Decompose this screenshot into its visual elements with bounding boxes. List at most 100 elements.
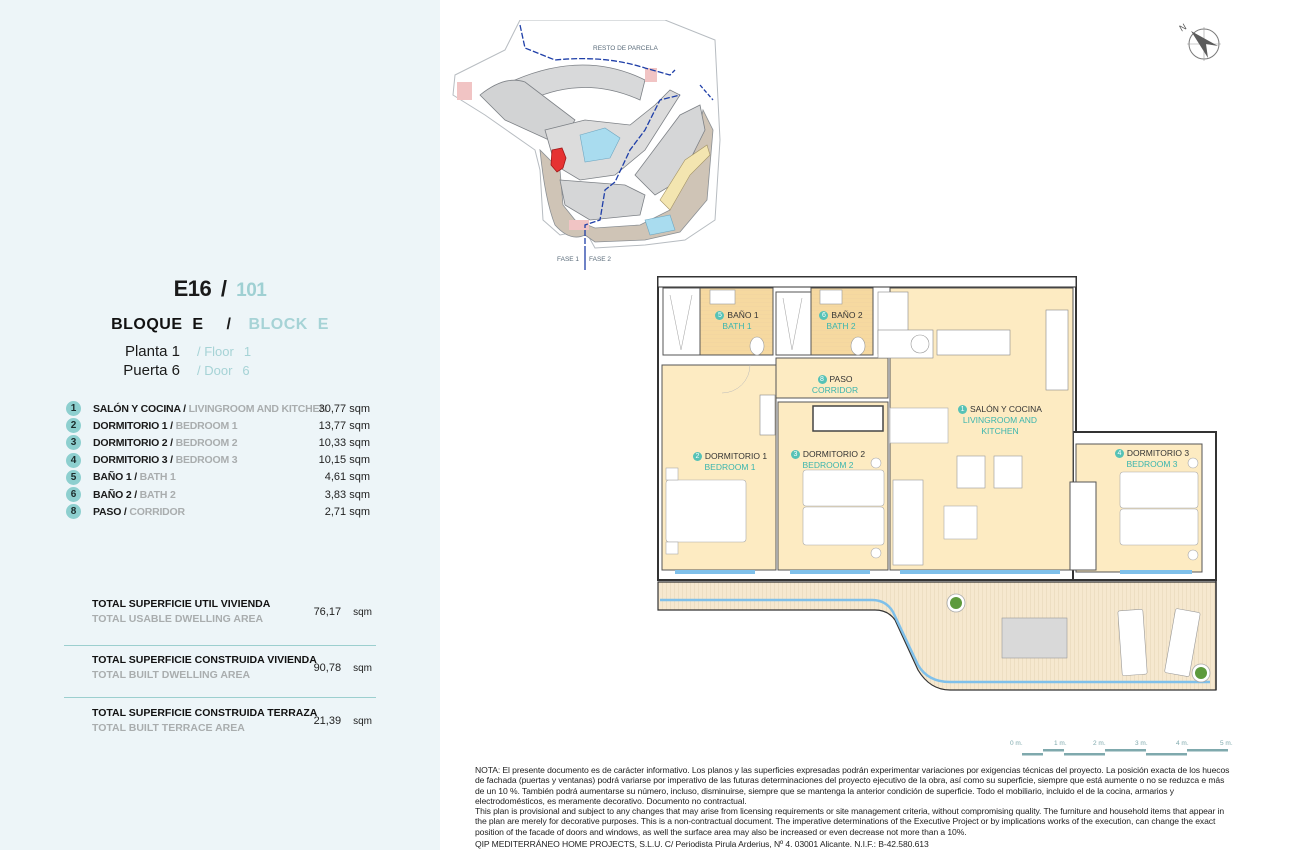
bath-1-es: BAÑO 1 — [727, 310, 759, 320]
room-row: 2 DORMITORIO 1 / BEDROOM 1 13,77 sqm — [66, 417, 372, 434]
total-value: 21,39 sqm — [314, 715, 372, 727]
corridor-es: PASO — [829, 374, 853, 384]
room-row: 1 SALÓN Y COCINA / LIVINGROOM AND KITCHE… — [66, 400, 372, 417]
totals-section: TOTAL SUPERFICIE UTIL VIVIENDA TOTAL USA… — [64, 594, 376, 750]
total-label-es: TOTAL SUPERFICIE UTIL VIVIENDA — [92, 598, 271, 610]
room-name: SALÓN Y COCINA / LIVINGROOM AND KITCHEN — [93, 402, 327, 415]
living-es: SALÓN Y COCINA — [970, 404, 1042, 414]
title-separator: / — [220, 276, 227, 301]
unit-info-panel: E16 / 101 BLOQUE E / BLOCK E Planta 1 / … — [0, 0, 440, 850]
room-name-es: BAÑO 2 — [93, 488, 132, 501]
room-number-badge: 2 — [66, 418, 81, 434]
room-row: 6 BAÑO 2 / BATH 2 3,83 sqm — [66, 486, 372, 503]
room-name-es: BAÑO 1 — [93, 471, 132, 484]
room-name: BAÑO 1 / BATH 1 — [93, 471, 176, 484]
room-badge: 8 — [817, 375, 827, 384]
room-area: 13,77 sqm — [318, 419, 370, 432]
site-plan-map: RESTO DE PARCELA FASE 1 FASE 2 — [445, 19, 745, 270]
room-area: 3,83 sqm — [324, 488, 370, 501]
room-name-es: SALÓN Y COCINA — [93, 402, 181, 415]
room-area: 30,77 sqm — [318, 402, 370, 415]
room-row: 3 DORMITORIO 2 / BEDROOM 2 10,33 sqm — [66, 434, 372, 451]
room-number-badge: 5 — [66, 469, 81, 485]
room-area: 4,61 sqm — [324, 471, 370, 484]
room-name: DORMITORIO 1 / BEDROOM 1 — [93, 419, 238, 432]
room-number-badge: 1 — [66, 401, 81, 417]
total-unit: sqm — [353, 716, 372, 727]
door-en: / Door 6 — [197, 363, 250, 378]
bedroom-1-en: BEDROOM 1 — [704, 462, 756, 472]
total-built-area: TOTAL SUPERFICIE CONSTRUIDA VIVIENDA TOT… — [64, 646, 376, 698]
legal-notes: NOTA: El presente documento es de caráct… — [475, 765, 1235, 849]
living-en-line1: LIVINGROOM AND — [962, 415, 1038, 425]
total-number: 21,39 — [313, 715, 342, 727]
north-compass-icon: N — [1178, 18, 1224, 64]
total-label-es: TOTAL SUPERFICIE CONSTRUIDA VIVIENDA — [92, 654, 317, 666]
room-row: 5 BAÑO 1 / BATH 1 4,61 sqm — [66, 469, 372, 486]
room-row: 8 PASO / CORRIDOR 2,71 sqm — [66, 503, 372, 520]
floor-es: Planta 1 — [124, 343, 180, 360]
floor-en-value: 1 — [243, 344, 252, 359]
total-label-en: TOTAL BUILT DWELLING AREA — [92, 669, 251, 681]
total-unit: sqm — [353, 663, 372, 674]
room-badge: 3 — [790, 450, 800, 459]
bath-1-en: BATH 1 — [722, 321, 752, 331]
scale-tick: 1 m. — [1054, 740, 1067, 747]
note-spanish: NOTA: El presente documento es de caráct… — [475, 765, 1230, 806]
bedroom-3-en: BEDROOM 3 — [1126, 459, 1178, 469]
corridor-en: CORRIDOR — [811, 385, 859, 395]
block-en: BLOCK E — [248, 316, 329, 333]
door-es: Puerta 6 — [123, 362, 180, 379]
scale-tick: 2 m. — [1093, 740, 1106, 747]
room-number-badge: 3 — [66, 435, 81, 451]
room-list: 1 SALÓN Y COCINA / LIVINGROOM AND KITCHE… — [66, 400, 372, 520]
room-name: BAÑO 2 / BATH 2 — [93, 488, 176, 501]
phase-2-label: FASE 2 — [589, 256, 612, 263]
room-name-en: BEDROOM 2 — [175, 436, 238, 449]
room-name-en: BATH 2 — [139, 488, 176, 501]
bedroom-1-es: DORMITORIO 1 — [704, 451, 768, 461]
room-badge: 1 — [958, 405, 968, 414]
living-en-line2: KITCHEN — [981, 426, 1019, 436]
floor-en-label: / Floor — [197, 344, 234, 359]
room-name-es: DORMITORIO 1 — [93, 419, 168, 432]
door-en-value: 6 — [242, 363, 250, 378]
total-label-es: TOTAL SUPERFICIE CONSTRUIDA TERRAZA — [92, 707, 318, 719]
room-name-en: BEDROOM 1 — [175, 419, 238, 432]
svg-text:N: N — [1178, 22, 1188, 34]
bedroom-3-es: DORMITORIO 3 — [1126, 448, 1190, 458]
total-unit: sqm — [353, 607, 372, 618]
room-name-en: CORRIDOR — [129, 505, 185, 518]
bedroom-2-en: BEDROOM 2 — [802, 460, 854, 470]
floor-plan-drawing — [657, 276, 1217, 691]
scale-bar: 0 m. 1 m. 2 m. 3 m. 4 m. 5 m. — [1010, 740, 1240, 756]
scale-bar-graphic — [1022, 749, 1228, 756]
floor-en: / Floor 1 — [197, 344, 251, 359]
room-badge: 2 — [692, 452, 702, 461]
scale-tick: 4 m. — [1176, 740, 1189, 747]
room-name: DORMITORIO 3 / BEDROOM 3 — [93, 454, 238, 467]
room-badge: 6 — [819, 311, 829, 320]
company-info: QIP MEDITERRÁNEO HOME PROJECTS, S.L.U. C… — [475, 839, 929, 850]
room-area: 10,15 sqm — [318, 454, 370, 467]
room-name-en: BATH 1 — [139, 471, 176, 484]
total-label-en: TOTAL BUILT TERRACE AREA — [92, 722, 245, 734]
room-badge: 4 — [1114, 449, 1124, 458]
room-name-en: BEDROOM 3 — [175, 454, 238, 467]
door-en-label: / Door — [197, 363, 233, 378]
unit-code: E16 — [173, 276, 212, 301]
room-name: DORMITORIO 2 / BEDROOM 2 — [93, 436, 238, 449]
bath-2-en: BATH 2 — [826, 321, 856, 331]
site-plan-drawing — [452, 19, 721, 270]
scale-tick: 0 m. — [1010, 740, 1023, 747]
